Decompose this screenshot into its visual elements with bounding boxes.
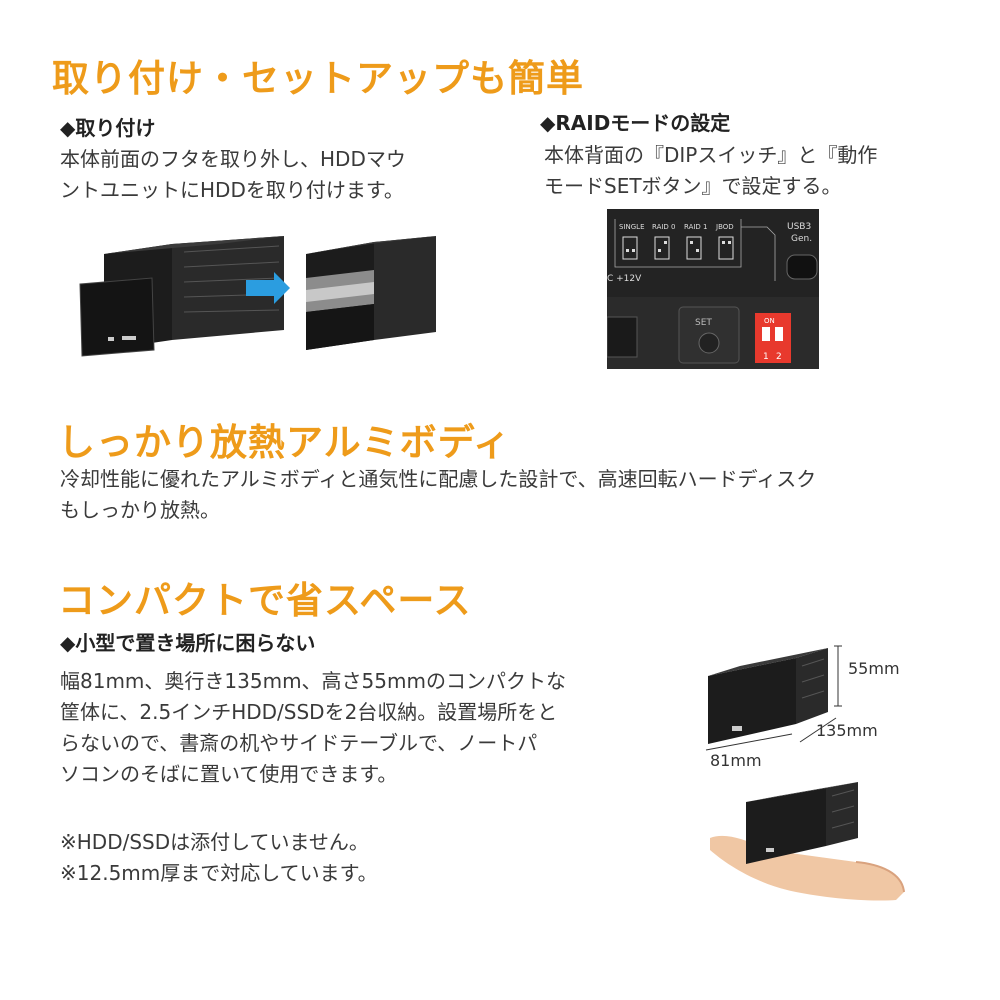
compact-description: 幅81mm、奥行き135mm、高さ55mmのコンパクトな 筐体に、2.5インチH… [60,669,566,786]
raid-heading: ◆RAIDモードの設定 [540,111,731,135]
dip-2-label: 2 [776,352,782,362]
usb-label: USB3 [787,222,811,232]
dim-depth-label: 135mm [816,721,878,740]
mode-label-raid0: RAID 0 [652,223,676,231]
section-title-compact: コンパクトで省スペース [58,579,472,622]
dip-1-label: 1 [763,352,769,362]
dip-on-label: ON [764,317,775,325]
hand-holding-enclosure-image [710,782,905,901]
power-jack [607,316,638,358]
raid-description: 本体背面の『DIPスイッチ』と『動作 モードSETボタン』で設定する。 [544,143,878,198]
heat-description: 冷却性能に優れたアルミボディと通気性に配慮した設計で、高速回転ハードディスク も… [60,467,817,522]
enclosure-front-open-image [79,236,284,357]
set-button [698,332,720,354]
dim-width-label: 81mm [710,751,762,770]
enclosure-hdd-mounted-image [306,236,436,350]
arrow-right-icon [246,272,290,304]
power-label: C +12V [607,274,642,284]
install-heading: ◆取り付け [60,116,156,140]
mode-label-jbod: JBOD [715,223,734,231]
usb-gen-label: Gen. [791,234,812,244]
dimensions-illustration: 55mm 135mm 81mm [705,645,900,770]
compact-notes: ※HDD/SSDは添付していません。 ※12.5mm厚まで対応しています。 [60,830,378,885]
dip-switch [755,313,791,363]
section-title-setup: 取り付け・セットアップも簡単 [52,57,584,100]
mode-label-single: SINGLE [619,223,645,231]
dim-height-label: 55mm [848,659,900,678]
usb-c-port [786,254,818,280]
section-title-heat: しっかり放熱アルミボディ [58,421,512,464]
install-description: 本体前面のフタを取り外し、HDDマウ ントユニットにHDDを取り付けます。 [60,147,406,202]
raid-dip-switch-panel: SINGLE RAID 0 RAID 1 JBOD USB3 Gen. C +1… [607,209,819,369]
compact-heading: ◆小型で置き場所に困らない [60,631,316,655]
set-button-label: SET [695,318,712,328]
enclosure-dimension-image [708,648,828,744]
mode-label-raid1: RAID 1 [684,223,708,231]
install-illustration [79,236,436,357]
